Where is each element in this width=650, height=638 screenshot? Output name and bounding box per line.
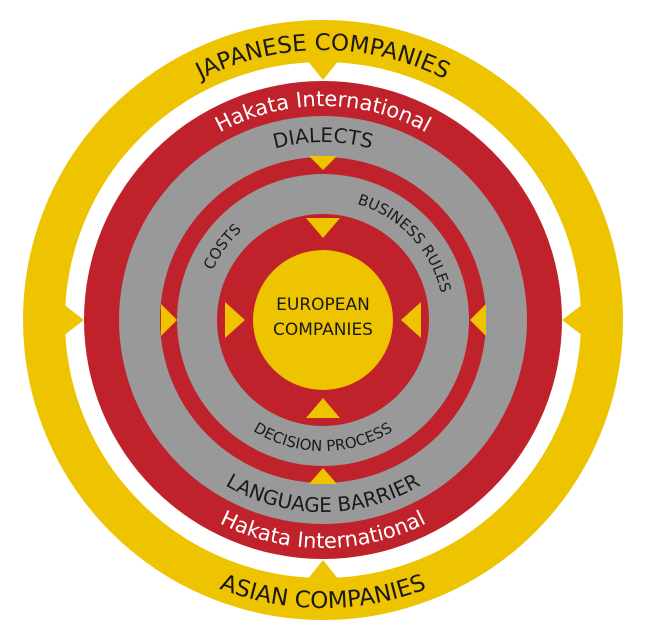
- arrow-up-icon: [309, 468, 337, 484]
- arrow-down-icon: [309, 156, 337, 170]
- arrow-right-icon: [225, 302, 245, 338]
- center-label-line2: COMPANIES: [273, 320, 373, 340]
- arrow-left-icon: [401, 302, 421, 338]
- arrow-left-icon: [562, 304, 583, 336]
- arrow-down-icon: [307, 60, 339, 80]
- arrow-left-icon: [470, 304, 486, 336]
- center-yellow-circle: [253, 250, 393, 390]
- arrow-right-icon: [161, 304, 177, 336]
- arrow-up-icon: [306, 398, 340, 418]
- center-label-line1: EUROPEAN: [276, 295, 370, 315]
- arrow-up-icon: [307, 560, 339, 580]
- outer-yellow-ring: [23, 20, 623, 620]
- arrow-right-icon: [63, 304, 84, 336]
- arrow-down-icon: [306, 218, 340, 238]
